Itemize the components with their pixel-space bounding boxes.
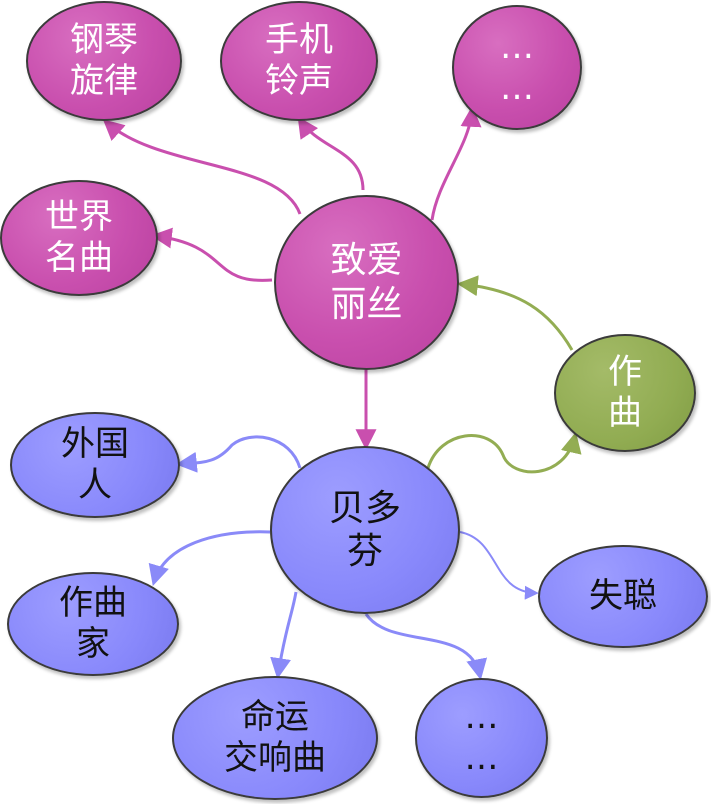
node-fate-symphony: 命运 交响曲	[172, 676, 378, 800]
node-world-famous-label: 世界 名曲	[45, 197, 113, 278]
node-deaf: 失聪	[538, 545, 708, 648]
edge-beethoven-to-foreigner	[175, 435, 302, 473]
node-compose-label: 作 曲	[608, 352, 642, 433]
node-ringtone-label: 手机 铃声	[265, 20, 333, 101]
edge-beethoven-to-fate-symphony	[270, 591, 298, 680]
node-foreigner: 外国 人	[10, 412, 180, 518]
node-blue-more-label: … …	[464, 697, 499, 778]
edge-center-to-world-famous	[150, 227, 273, 282]
edge-beethoven-to-compose	[426, 431, 582, 474]
node-composer-label: 作曲 家	[59, 583, 127, 664]
edge-center-to-ringtone	[297, 116, 365, 191]
node-center-pink: 致爱 丽丝	[274, 195, 459, 370]
node-blue-more: … …	[415, 678, 548, 798]
node-deaf-label: 失聪	[589, 576, 657, 617]
edge-center-to-pink-more	[430, 105, 482, 221]
node-ringtone: 手机 铃声	[220, 1, 378, 121]
edge-center-to-piano	[102, 119, 302, 215]
node-center-blue: 贝多 芬	[270, 446, 460, 614]
node-center-blue-label: 贝多 芬	[328, 487, 401, 572]
edge-beethoven-to-composer	[148, 530, 271, 587]
node-pink-more: … …	[452, 5, 582, 130]
node-foreigner-label: 外国 人	[61, 424, 129, 505]
node-fate-symphony-label: 命运 交响曲	[224, 697, 326, 778]
node-center-pink-label: 致爱 丽丝	[330, 240, 403, 325]
node-pink-more-label: … …	[500, 26, 534, 108]
node-composer: 作曲 家	[7, 572, 179, 676]
edge-compose-to-center	[456, 275, 574, 351]
node-world-famous: 世界 名曲	[0, 180, 158, 296]
edge-beethoven-to-blue-more	[364, 613, 488, 681]
edge-beethoven-to-deaf	[459, 531, 539, 600]
node-piano-melody-label: 钢琴 旋律	[70, 20, 138, 101]
node-piano-melody: 钢琴 旋律	[26, 1, 182, 121]
node-compose: 作 曲	[554, 334, 696, 452]
